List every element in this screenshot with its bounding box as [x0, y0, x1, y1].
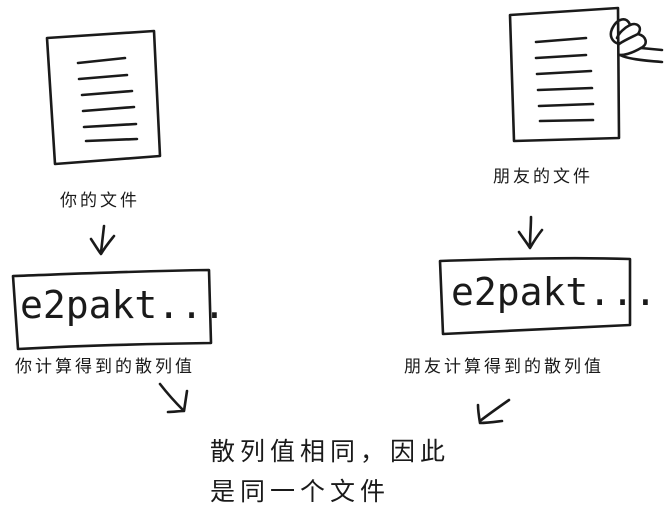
right-file-label: 朋友的文件 — [493, 167, 593, 187]
left-document-icon — [45, 29, 162, 166]
right-down-arrow-icon — [517, 215, 544, 250]
left-hash-value: e2pakt... — [20, 283, 226, 327]
hand-icon — [609, 18, 664, 64]
right-document-icon — [508, 6, 621, 143]
left-hash-label: 你计算得到的散列值 — [15, 357, 195, 377]
conclusion-line-1: 散列值相同，因此 — [210, 437, 451, 466]
left-file-label: 你的文件 — [60, 191, 140, 211]
right-diagonal-arrow-icon — [476, 398, 511, 425]
right-hash-box — [438, 256, 632, 336]
right-hash-label: 朋友计算得到的散列值 — [404, 357, 604, 377]
conclusion-line-2: 是同一个文件 — [210, 477, 391, 506]
left-down-arrow-icon — [89, 224, 116, 256]
left-diagonal-arrow-icon — [158, 382, 189, 414]
left-hash-box — [11, 268, 213, 351]
right-hash-value: e2pakt... — [451, 270, 657, 314]
